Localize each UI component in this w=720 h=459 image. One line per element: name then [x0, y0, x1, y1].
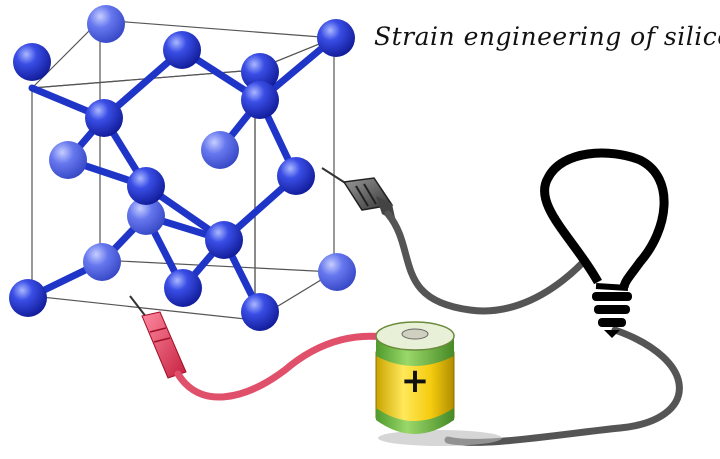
silicon-atoms-front [9, 19, 355, 331]
return-wire [444, 326, 683, 446]
red-probe [129, 295, 187, 379]
positive-wire [174, 332, 404, 401]
silicon-atoms-back [49, 5, 356, 291]
battery-plus-symbol: + [401, 361, 430, 401]
light-bulb-icon [540, 148, 669, 338]
battery: + [375, 321, 502, 446]
diagram-title: Strain engineering of silicon [374, 22, 720, 51]
